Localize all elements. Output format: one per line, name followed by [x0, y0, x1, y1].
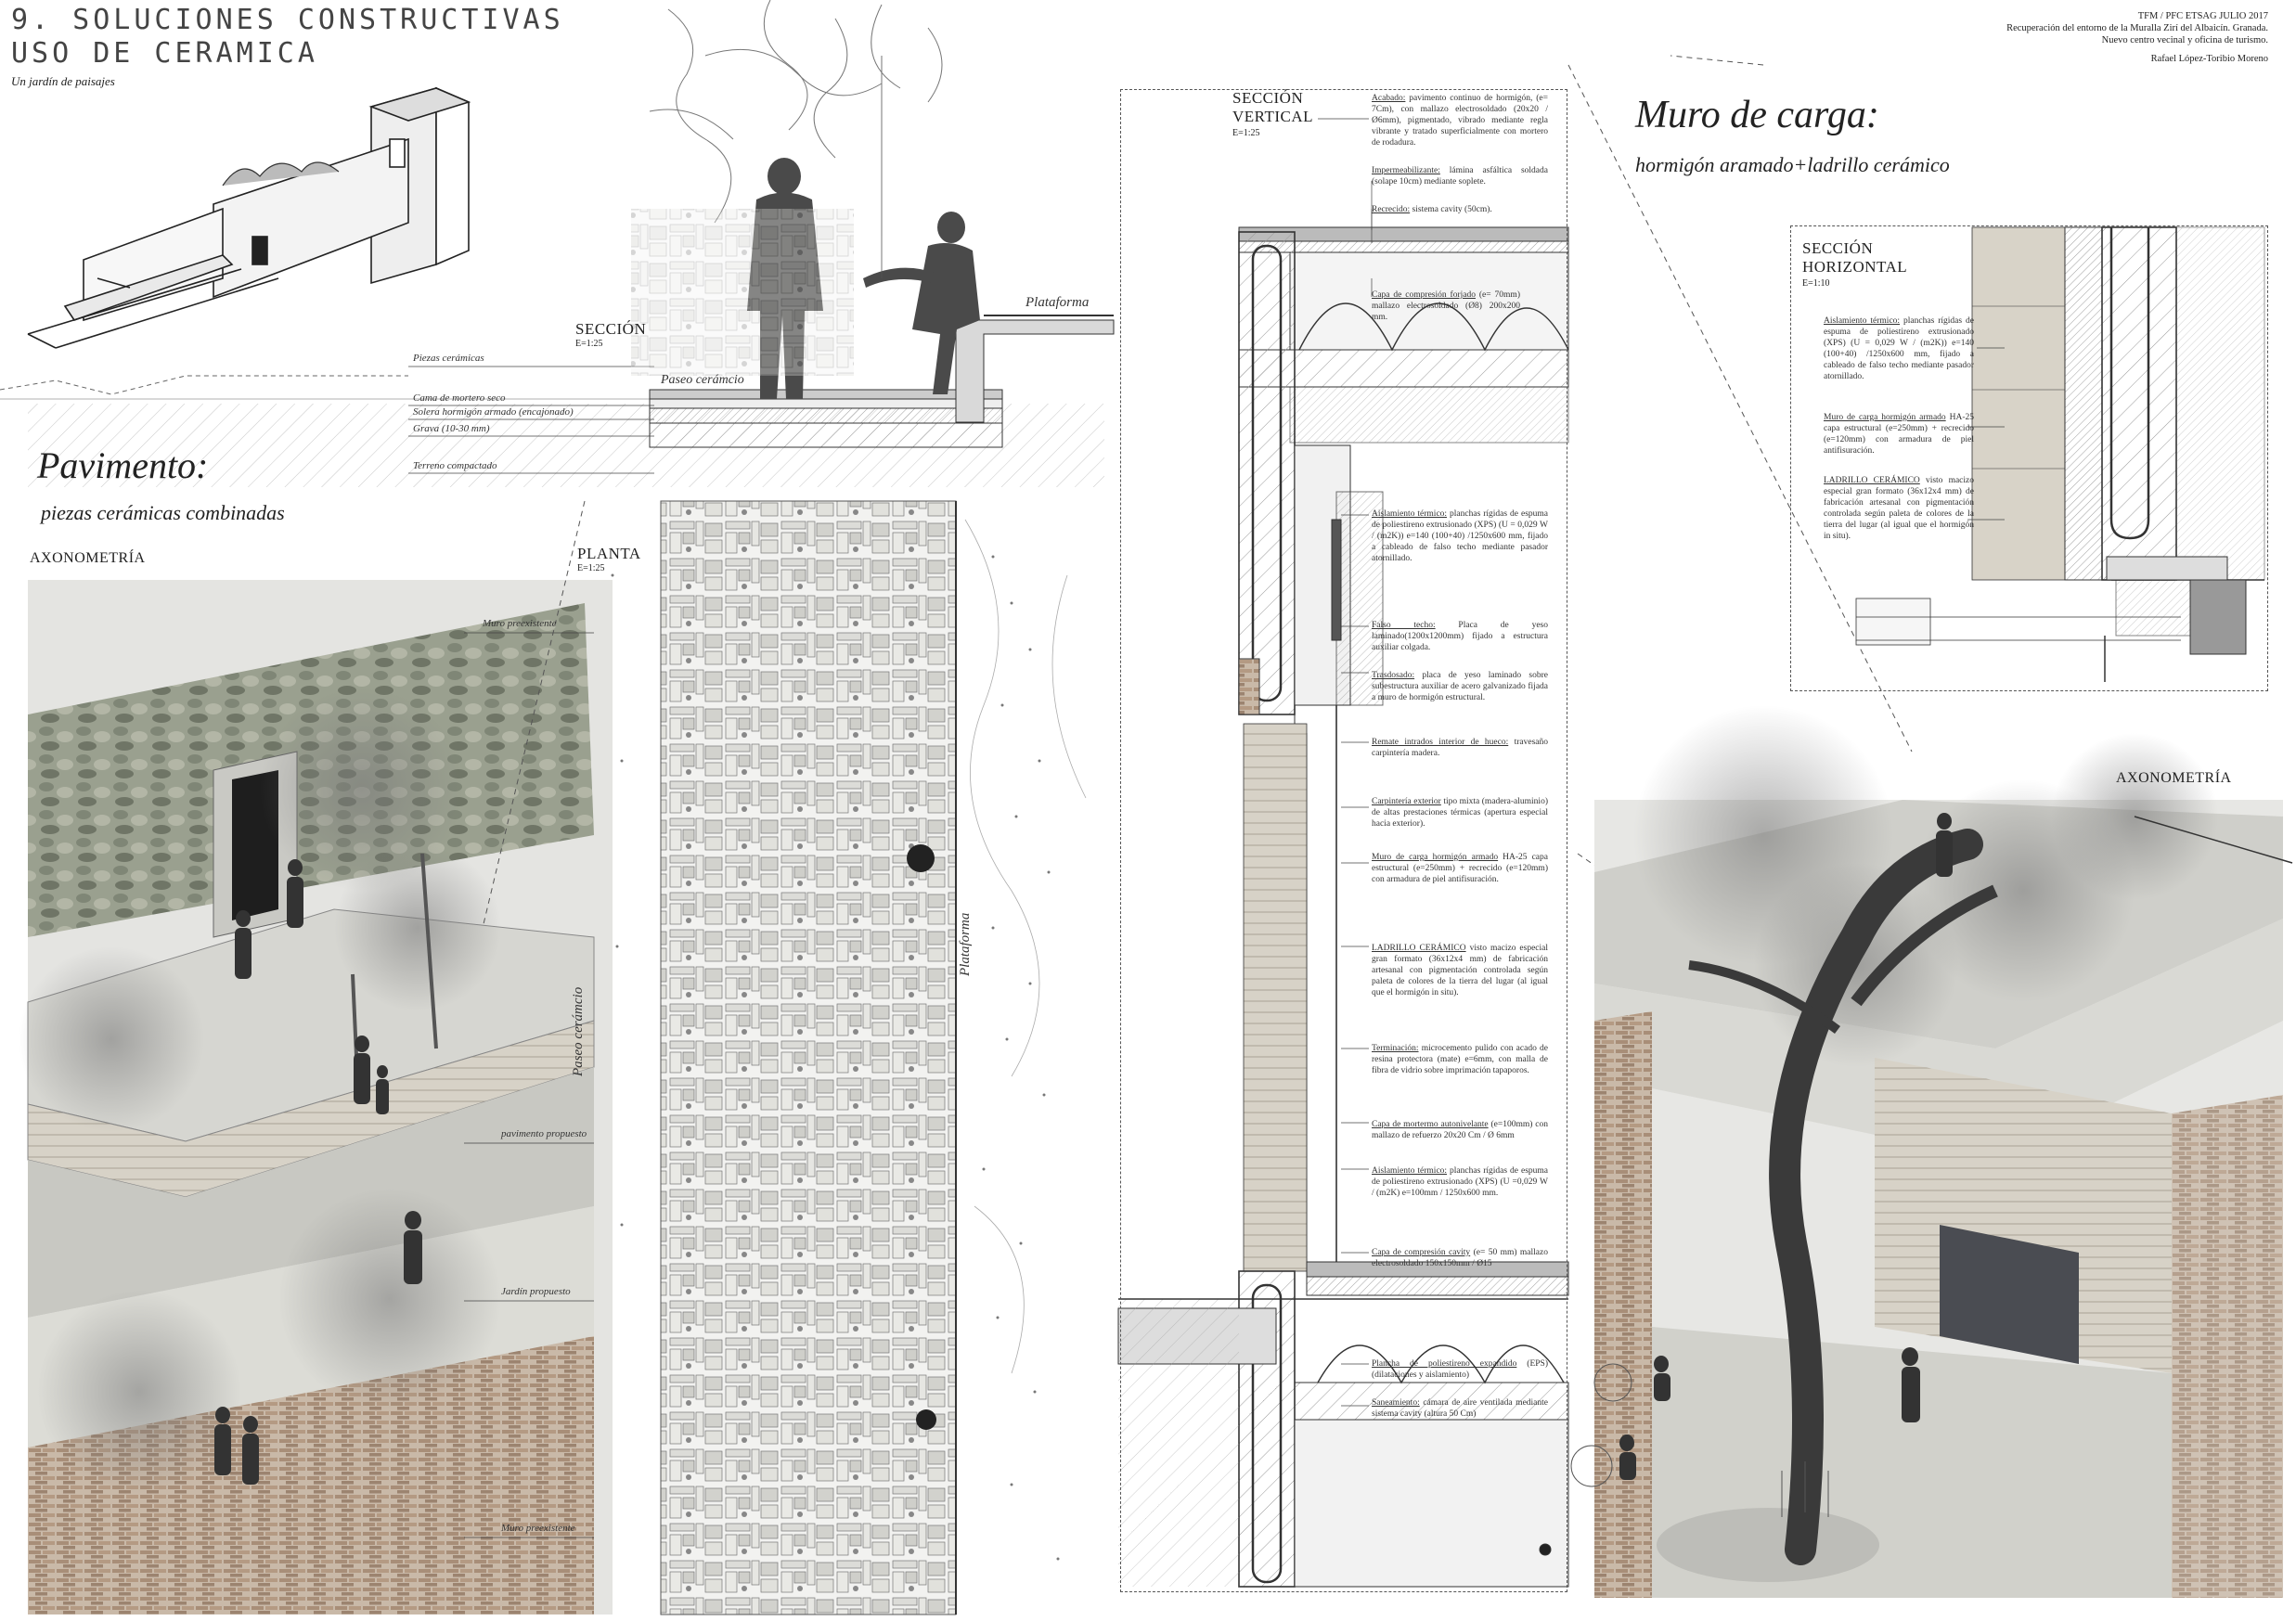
ground-line: [0, 375, 408, 395]
seccion-plataforma-label: Plataforma: [1025, 295, 1090, 310]
vs-note-falso-techo: Falso techo: Placa de yeso laminado(1200…: [1372, 621, 1548, 652]
seccion-vertical-title-2: VERTICAL: [1232, 108, 1314, 125]
vs-note-impermeabilizante: Impermeabilizante: lámina asfáltica sold…: [1372, 166, 1548, 187]
vs-note-aislamiento-1: Aislamiento térmico: planchas rígidas de…: [1372, 509, 1549, 563]
seccion-horizontal-scale: E=1:10: [1802, 278, 1830, 289]
muro-axonometria-label: AXONOMETRÍA: [2116, 770, 2232, 786]
pavement-section-build-up: [649, 315, 1115, 448]
right-axonometry-render: [1570, 705, 2283, 1598]
pavimento-heading: Pavimento:: [37, 444, 209, 486]
layer-terreno: Terreno compactado: [413, 460, 497, 471]
layer-piezas-ceramicas: Piezas cerámicas: [413, 353, 484, 364]
pavimento-subheading: piezas cerámicas combinadas: [41, 501, 285, 524]
board-title-line1: 9. SOLUCIONES CONSTRUCTIVAS: [11, 4, 564, 36]
meta-author: Rafael López-Toribio Moreno: [2150, 54, 2268, 64]
pavimento-axonometria-label: AXONOMETRÍA: [30, 550, 146, 566]
sh-note-aislamiento: Aislamiento térmico: planchas rígidas de…: [1824, 316, 1975, 381]
vs-note-aislamiento-2: Aislamiento térmico: planchas rígidas de…: [1372, 1166, 1549, 1198]
seccion-paseo-label: Paseo cerámcio: [661, 373, 744, 387]
sh-note-muro-carga: Muro de carga hormigón armado HA-25 capa…: [1824, 413, 1974, 456]
vs-note-muro-carga: Muro de carga hormigón armado HA-25 capa…: [1372, 853, 1548, 884]
board-title-line2: USO DE CERAMICA: [11, 37, 318, 70]
label-muro-preexistente-top: Muro preexistente: [483, 618, 557, 629]
vertical-section-drawing: [1117, 226, 1569, 1588]
left-axonometry-render: [19, 580, 613, 1615]
building-axo-sketch: [27, 86, 471, 349]
vs-note-carpinteria: Carpintería exterior tipo mixta (madera-…: [1372, 797, 1548, 829]
label-muro-preexistente-bottom: Muro preexistente: [501, 1523, 575, 1534]
planta-title: PLANTA: [577, 545, 641, 562]
sh-note-ladrillo: LADRILLO CERÁMICO visto macizo especial …: [1824, 476, 1975, 541]
muro-subheading: hormigón aramado+ladrillo cerámico: [1635, 153, 1950, 176]
seccion-vertical-title-1: SECCIÓN: [1232, 89, 1304, 107]
layer-grava: Grava (10-30 mm): [413, 423, 490, 434]
layer-cama-mortero: Cama de mortero seco: [413, 392, 506, 404]
vs-note-remate: Remate intrados interior de hueco: trave…: [1372, 738, 1548, 758]
vs-note-mortero: Capa de mortermo autonivelante (e=100mm)…: [1372, 1120, 1548, 1140]
vs-note-plancha-eps: Plancha de poliestireno expandido (EPS) …: [1372, 1359, 1548, 1380]
muro-heading: Muro de carga:: [1635, 94, 1879, 136]
plan-tile-strip: [660, 500, 957, 1615]
vs-note-ladrillo: LADRILLO CERÁMICO visto macizo especial …: [1372, 944, 1549, 997]
meta-line1: TFM / PFC ETSAG JULIO 2017: [2137, 11, 2268, 21]
tree-sketch: [649, 0, 943, 278]
vs-note-capa-compresion: Capa de compresión forjado (e= 70mm) mal…: [1372, 290, 1520, 322]
vs-note-saneamiento: Saneamiento: cámara de aire ventilada me…: [1372, 1398, 1548, 1419]
vs-note-recrecido: Recrecido: sistema cavity (50cm).: [1372, 205, 1492, 214]
vs-note-capa-cavity: Capa de compresión cavity (e= 50 mm) mal…: [1372, 1248, 1548, 1268]
horizontal-section-drawing: [1855, 226, 2265, 682]
seccion-vertical-scale: E=1:25: [1232, 128, 1260, 138]
vertical-section-frame: [1120, 89, 1567, 1592]
label-pavimento-propuesto: pavimento propuesto: [501, 1128, 587, 1139]
planta-paseo-label: Paseo cerámcio: [571, 986, 586, 1076]
board-subtitle: Un jardín de paisajes: [11, 74, 115, 88]
label-jardin-propuesto: Jardín propuesto: [501, 1286, 571, 1297]
seccion-horizontal-title-2: HORIZONTAL: [1802, 258, 1908, 276]
horizontal-section-frame: [1790, 225, 2268, 691]
vs-note-terminacion: Terminación: microcemento pulido con aca…: [1372, 1044, 1548, 1075]
meta-line3: Nuevo centro vecinal y oficina de turism…: [2101, 35, 2268, 45]
vs-note-acabado: Acabado: pavimento continuo de hormigón,…: [1372, 94, 1548, 148]
seccion-horizontal-title-1: SECCIÓN: [1802, 239, 1874, 257]
planta-scale: E=1:25: [577, 563, 605, 573]
seccion-title: SECCIÓN: [575, 320, 647, 338]
meta-line2: Recuperación del entorno de la Muralla Z…: [2006, 23, 2268, 33]
seccion-scale: E=1:25: [575, 339, 603, 349]
planta-plataforma-label: Plataforma: [958, 912, 973, 976]
vs-note-trasdosado: Trasdosado: placa de yeso laminado sobre…: [1372, 671, 1548, 702]
layer-solera: Solera hormigón armado (encajonado): [413, 406, 574, 418]
